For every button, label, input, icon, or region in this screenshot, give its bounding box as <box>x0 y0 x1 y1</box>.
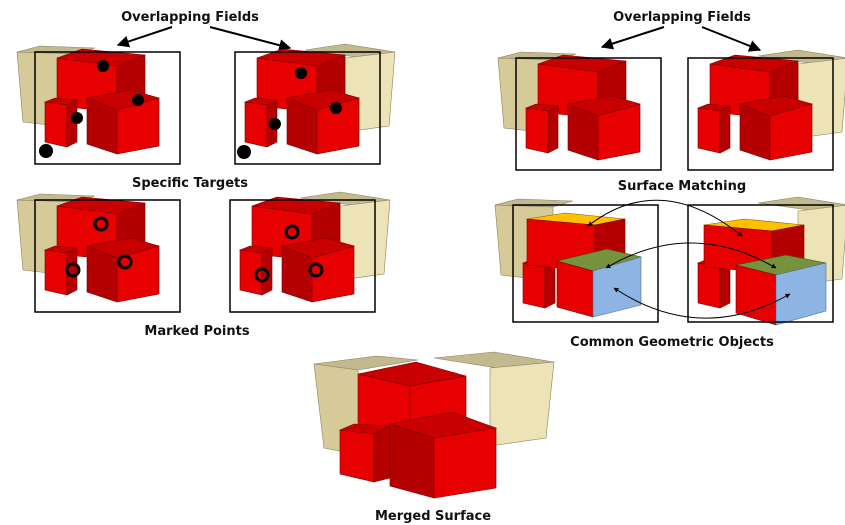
geometric-objects-panel-left <box>495 199 658 322</box>
arrow-right-b <box>702 27 760 50</box>
target-dot <box>237 145 251 159</box>
arrow-left-b <box>210 27 290 48</box>
common-geometric-objects-label: Common Geometric Objects <box>570 335 774 350</box>
overlapping-fields-label-left: Overlapping Fields <box>121 10 259 25</box>
target-dot <box>132 94 144 106</box>
arrow-right-a <box>602 27 664 47</box>
surface-matching-label: Surface Matching <box>618 179 746 194</box>
overlapping-fields-label-right: Overlapping Fields <box>613 10 751 25</box>
surface-matching-panel-right <box>688 50 845 170</box>
target-dot <box>39 144 53 158</box>
target-dot <box>97 60 109 72</box>
marked-points-label: Marked Points <box>144 324 249 339</box>
surface-matching-panel-left <box>498 52 661 170</box>
merged-surface-figure <box>314 352 554 498</box>
target-dot <box>330 102 342 114</box>
target-dot <box>269 118 281 130</box>
marked-points-panel-right <box>230 192 390 312</box>
merged-surface-label: Merged Surface <box>375 509 491 524</box>
marked-points-panel-left <box>17 194 180 312</box>
target-dot <box>295 67 307 79</box>
specific-targets-panel-right <box>235 44 395 164</box>
specific-targets-panel-left <box>17 46 180 164</box>
specific-targets-label: Specific Targets <box>132 176 248 191</box>
target-dot <box>71 112 83 124</box>
arrow-left-a <box>118 27 172 45</box>
